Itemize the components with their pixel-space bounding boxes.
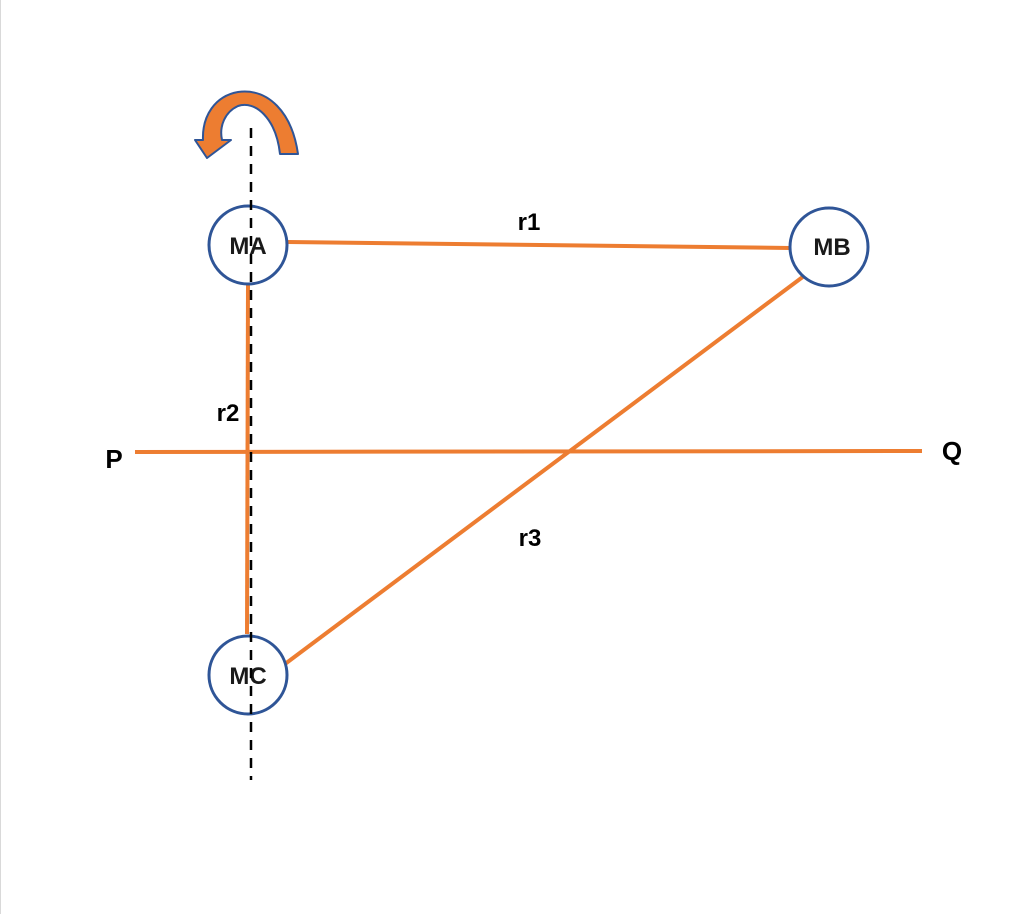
edge-r2-label: r2 xyxy=(217,400,240,427)
edge-r2 xyxy=(245,284,250,635)
curved-rotation-arrow-icon xyxy=(194,90,299,159)
node-mc xyxy=(207,634,289,716)
node-ma-label: MA xyxy=(229,233,266,260)
edge-r1 xyxy=(287,240,791,250)
page-border xyxy=(0,0,1,914)
node-mb-label: MB xyxy=(813,234,850,261)
edge-r3 xyxy=(283,274,806,666)
line-end-p-label: P xyxy=(105,444,122,474)
edge-r3-label: r3 xyxy=(519,525,542,552)
line-end-q-label: Q xyxy=(942,436,962,466)
node-ma xyxy=(207,204,289,286)
node-mb xyxy=(788,206,870,288)
line-pq xyxy=(134,449,923,454)
node-mc-label: MC xyxy=(229,663,266,690)
edge-r1-label: r1 xyxy=(518,209,541,236)
